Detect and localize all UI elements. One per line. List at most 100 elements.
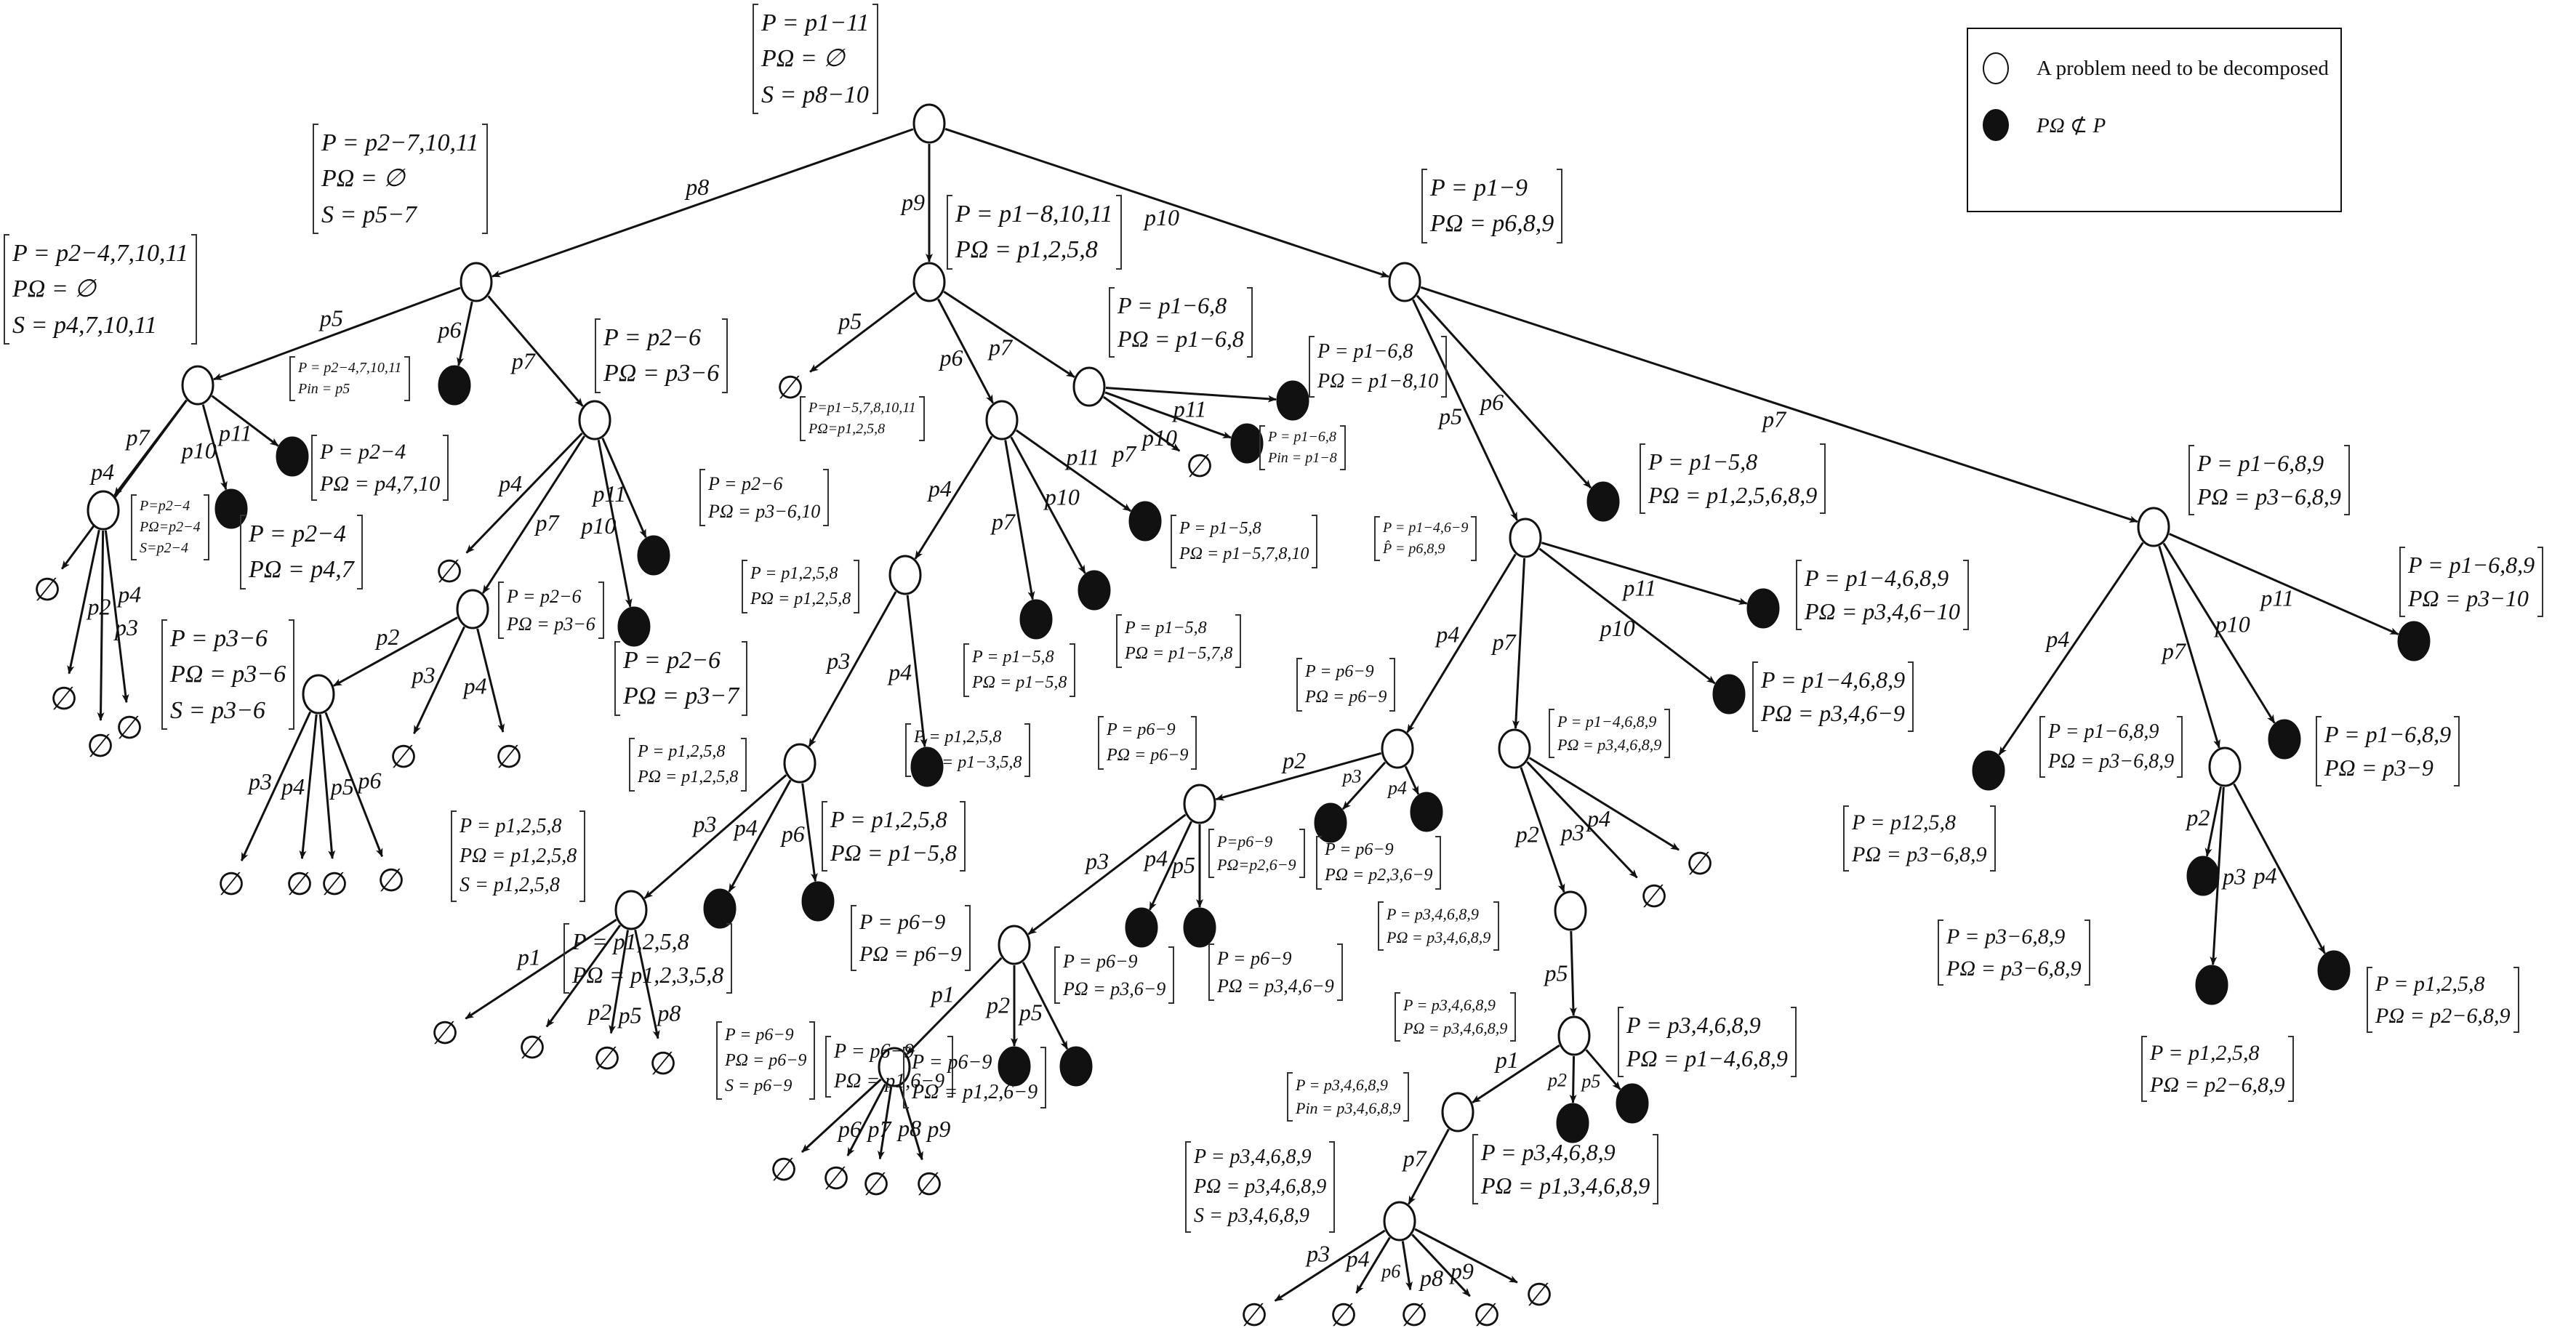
matrix-bracket — [404, 356, 409, 358]
annotation-line: P = p6−9 — [859, 910, 946, 934]
empty-set-leaf: ∅ — [1640, 878, 1668, 915]
annotation-line: PΩ = p6−9 — [1107, 745, 1189, 765]
matrix-bracket — [596, 391, 601, 393]
annotation-line: PΩ = p2−6,8,9 — [2150, 1072, 2285, 1097]
matrix-bracket — [1389, 709, 1395, 712]
matrix-bracket — [1317, 836, 1322, 837]
matrix-bracket — [904, 1107, 909, 1109]
empty-set-leaf: ∅ — [593, 1040, 621, 1077]
edge-arrow — [878, 1087, 893, 1160]
matrix-bracket — [1110, 287, 1115, 289]
terminal-node-filled — [1586, 481, 1620, 522]
matrix-bracket — [163, 728, 167, 730]
edge-arrow — [1406, 553, 1517, 733]
matrix-bracket — [1339, 469, 1344, 470]
edge-arrow — [1408, 1128, 1450, 1205]
edge-arrow — [2233, 783, 2326, 954]
matrix-bracket — [1493, 949, 1498, 951]
matrix-bracket — [314, 232, 318, 234]
matrix-bracket — [191, 234, 196, 236]
annotation-line: PΩ = p3−7 — [623, 683, 739, 710]
annotation-line: S = p4,7,10,11 — [12, 311, 157, 339]
annotation-line: P = p1−6,8 — [1118, 292, 1227, 318]
problem-node-open — [998, 925, 1031, 965]
terminal-node-filled — [1230, 423, 1264, 464]
terminal-node-filled — [1276, 380, 1309, 421]
empty-set-leaf: ∅ — [377, 862, 405, 899]
edge-arrow — [2169, 533, 2399, 635]
annotation-line: P=p2−4 — [140, 498, 190, 514]
matrix-bracket — [452, 900, 457, 902]
annotation-line: PΩ = p3−6 — [170, 661, 286, 688]
annotation-line: PΩ = p1,2,5,8 — [750, 589, 851, 608]
annotation-line: PΩ = p3,4,6,8,9 — [1194, 1175, 1327, 1198]
edge-arrow — [609, 930, 630, 1034]
edge-arrow — [1528, 757, 1680, 851]
matrix-bracket — [1664, 756, 1669, 758]
annotation-line: P = p1−5,8 — [1179, 519, 1261, 538]
annotation-line: P = p1−8,10,11 — [955, 201, 1113, 228]
matrix-bracket — [918, 440, 923, 441]
matrix-bracket — [2190, 445, 2194, 446]
matrix-bracket — [630, 738, 635, 739]
edge-arrow — [476, 628, 505, 733]
annotation-line: P = p1,2,5,8 — [830, 806, 947, 832]
edge-arrow — [1215, 752, 1381, 801]
matrix-bracket — [2368, 967, 2372, 968]
edge-arrow — [643, 774, 787, 899]
edge-arrow — [943, 290, 1075, 379]
matrix-bracket — [313, 499, 317, 501]
empty-set-leaf: ∅ — [1186, 448, 1213, 485]
problem-node-open — [783, 743, 816, 784]
matrix-bracket — [443, 435, 448, 436]
annotation-line: PΩ = p1,2,5,6,8,9 — [1648, 482, 1818, 509]
matrix-bracket — [203, 494, 208, 496]
edge-arrow — [601, 438, 647, 539]
annotation-line: PΩ = p6−9 — [1305, 687, 1387, 707]
edge-arrow — [1401, 1241, 1413, 1291]
problem-node-open — [1072, 366, 1106, 407]
matrix-bracket — [616, 714, 620, 716]
terminal-node-filled — [2268, 719, 2301, 760]
matrix-bracket — [1379, 901, 1384, 903]
annotation-line: PΩ = p6−9 — [725, 1050, 807, 1070]
annotation-line: P = p2−4 — [320, 440, 406, 464]
annotation-line: PΩ = p4,7,10 — [320, 471, 441, 496]
matrix-bracket — [313, 435, 317, 436]
problem-node-open — [181, 365, 214, 406]
matrix-bracket — [1908, 730, 1913, 732]
problem-node-open — [460, 262, 493, 302]
terminal-node-filled — [1128, 501, 1162, 542]
matrix-bracket — [742, 641, 747, 643]
edge-arrow — [213, 286, 461, 381]
matrix-bracket — [1379, 949, 1384, 951]
filled-circle-icon — [1983, 109, 2009, 141]
annotation-line: P=p6−9 — [1217, 832, 1273, 850]
edge-arrow — [1414, 1228, 1518, 1284]
problem-node-open — [1183, 784, 1216, 824]
matrix-bracket — [1099, 768, 1104, 770]
empty-set-leaf: ∅ — [822, 1160, 850, 1197]
matrix-bracket — [823, 469, 828, 470]
matrix-bracket — [2143, 1100, 2147, 1102]
terminal-node-filled — [214, 488, 248, 529]
matrix-bracket — [1845, 805, 1849, 807]
edge-arrow — [324, 712, 383, 858]
edge-arrow — [1274, 1229, 1386, 1302]
matrix-bracket — [1557, 241, 1562, 244]
empty-set-leaf: ∅ — [321, 866, 348, 903]
matrix-bracket — [1070, 643, 1075, 645]
matrix-bracket — [872, 4, 877, 5]
edge-arrow — [2204, 786, 2223, 857]
matrix-bracket — [1246, 287, 1251, 289]
